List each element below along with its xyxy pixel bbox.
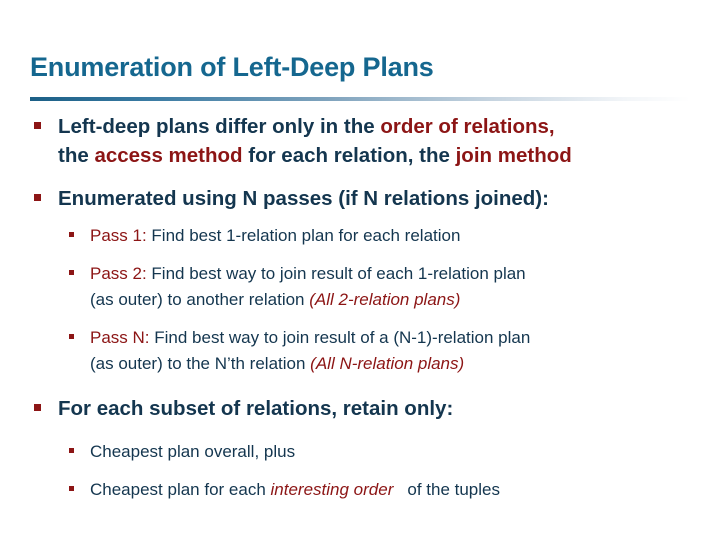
- pass-1-description: Find best 1-relation plan for each relat…: [146, 226, 461, 245]
- sub-bullet-cheapest-overall: Cheapest plan overall, plus: [0, 439, 720, 465]
- square-bullet-icon: [69, 232, 74, 237]
- cheapest-overall-text: Cheapest plan overall, plus: [90, 442, 296, 461]
- bullet-1-part-5: for each relation, the: [242, 144, 456, 167]
- pass-2-label: Pass 2:: [90, 264, 147, 283]
- pass-2-continuation: (as outer) to another relation: [90, 290, 310, 309]
- square-bullet-icon: [69, 270, 74, 275]
- pass-n-label: Pass N:: [90, 328, 150, 347]
- pass-2-description: Find best way to join result of each 1-r…: [146, 264, 526, 283]
- cheapest-order-part-1: Cheapest plan for each: [90, 480, 271, 499]
- bullet-item-retain-only: For each subset of relations, retain onl…: [0, 394, 720, 423]
- pass-n-description: Find best way to join result of a (N-1)-…: [149, 328, 531, 347]
- square-bullet-icon: [69, 334, 74, 339]
- pass-n-continuation: (as outer) to the N’th relation: [90, 354, 311, 373]
- sub-bullet-cheapest-interesting-order: Cheapest plan for each interesting order…: [0, 477, 720, 503]
- title-divider: [30, 97, 690, 101]
- bullet-item-left-deep-plans: Left-deep plans differ only in the order…: [0, 112, 720, 170]
- pass-2-annotation: (All 2-relation plans): [309, 290, 461, 309]
- slide-body: Left-deep plans differ only in the order…: [0, 112, 720, 503]
- square-bullet-icon: [69, 448, 74, 453]
- cheapest-order-part-3: of the tuples: [407, 480, 500, 499]
- sub-bullet-pass-2: Pass 2: Find best way to join result of …: [0, 261, 720, 313]
- square-bullet-icon: [34, 194, 41, 201]
- bullet-1-part-1: Left-deep plans differ only in the: [58, 115, 381, 138]
- square-bullet-icon: [69, 486, 74, 491]
- page-title: Enumeration of Left-Deep Plans: [30, 52, 434, 82]
- sub-bullet-pass-n: Pass N: Find best way to join result of …: [0, 325, 720, 377]
- cheapest-order-highlight: interesting order: [270, 480, 394, 499]
- bullet-1-highlight-access-method: access method: [94, 144, 243, 167]
- pass-n-annotation: (All N-relation plans): [310, 354, 465, 373]
- bullet-1-part-3: the: [58, 144, 95, 167]
- bullet-3-text: For each subset of relations, retain onl…: [58, 397, 454, 420]
- bullet-2-text: Enumerated using N passes (if N relation…: [58, 187, 549, 210]
- bullet-item-enumerated-passes: Enumerated using N passes (if N relation…: [0, 184, 720, 213]
- bullet-1-highlight-join-method: join method: [455, 144, 572, 167]
- square-bullet-icon: [34, 122, 41, 129]
- sub-bullet-pass-1: Pass 1: Find best 1-relation plan for ea…: [0, 223, 720, 249]
- bullet-1-highlight-order-of-relations: order of relations,: [380, 115, 555, 138]
- square-bullet-icon: [34, 404, 41, 411]
- pass-1-label: Pass 1:: [90, 226, 147, 245]
